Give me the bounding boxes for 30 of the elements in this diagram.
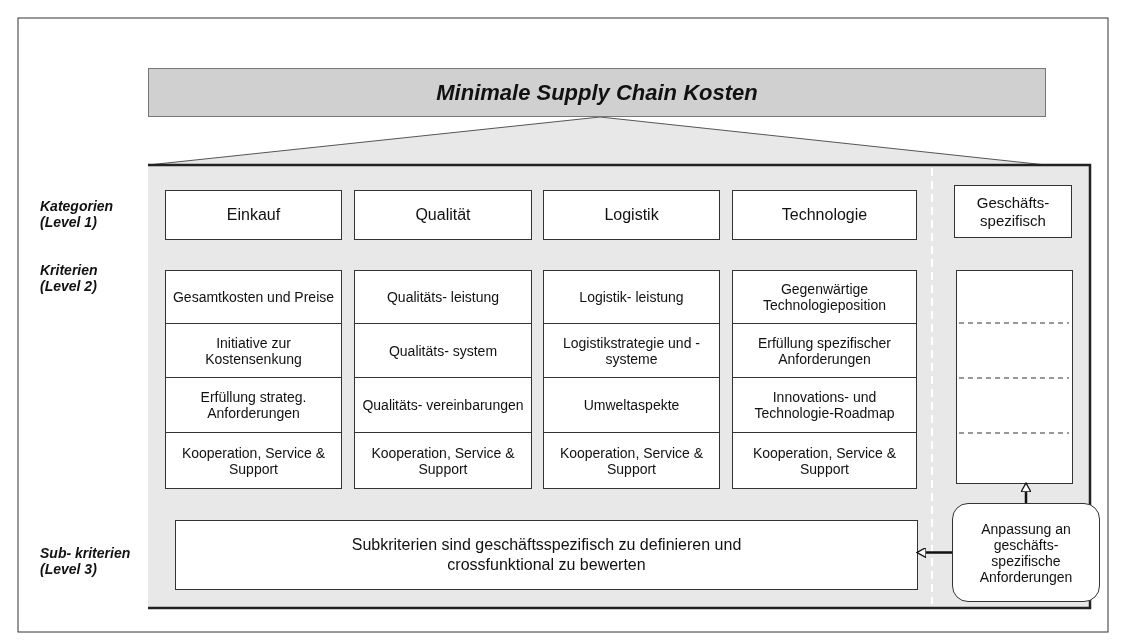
criterion-box: Initiative zur Kostensenkung xyxy=(165,323,342,378)
criterion-box: Gegenwärtige Technologieposition xyxy=(732,270,917,324)
category-box: Technologie xyxy=(732,190,917,240)
level-label: Kategorien (Level 1) xyxy=(40,198,115,230)
criterion-box: Gesamtkosten und Preise xyxy=(165,270,342,324)
level-label: Kriterien (Level 2) xyxy=(40,262,99,294)
criterion-box: Logistikstrategie und -systeme xyxy=(543,323,720,378)
category-box: Einkauf xyxy=(165,190,342,240)
criterion-box: Erfüllung spezifischer Anforderungen xyxy=(732,323,917,378)
level-label: Sub- kriterien (Level 3) xyxy=(40,545,132,577)
criterion-box: Logistik- leistung xyxy=(543,270,720,324)
arrow xyxy=(916,546,952,559)
criterion-box: Qualitäts- system xyxy=(354,323,532,378)
empty-criteria-box xyxy=(956,270,1073,484)
title-band: Minimale Supply Chain Kosten xyxy=(148,68,1046,117)
criterion-box: Kooperation, Service & Support xyxy=(543,432,720,489)
category-box: Geschäfts- spezifisch xyxy=(954,185,1072,238)
criterion-box: Umweltaspekte xyxy=(543,377,720,433)
category-box: Qualität xyxy=(354,190,532,240)
criterion-box: Qualitäts- vereinbarungen xyxy=(354,377,532,433)
criterion-box: Erfüllung strateg. Anforderungen xyxy=(165,377,342,433)
arrow xyxy=(1020,482,1032,503)
category-box: Logistik xyxy=(543,190,720,240)
criterion-box: Kooperation, Service & Support xyxy=(732,432,917,489)
criterion-box: Kooperation, Service & Support xyxy=(165,432,342,489)
criterion-box: Kooperation, Service & Support xyxy=(354,432,532,489)
criterion-box: Innovations- und Technologie-Roadmap xyxy=(732,377,917,433)
note-box: Anpassung an geschäfts- spezifische Anforderungen xyxy=(952,503,1100,602)
criterion-box: Qualitäts- leistung xyxy=(354,270,532,324)
subcriteria-box: Subkriterien sind geschäftsspezifisch zu definieren und crossfunktional zu bewerten xyxy=(175,520,918,590)
